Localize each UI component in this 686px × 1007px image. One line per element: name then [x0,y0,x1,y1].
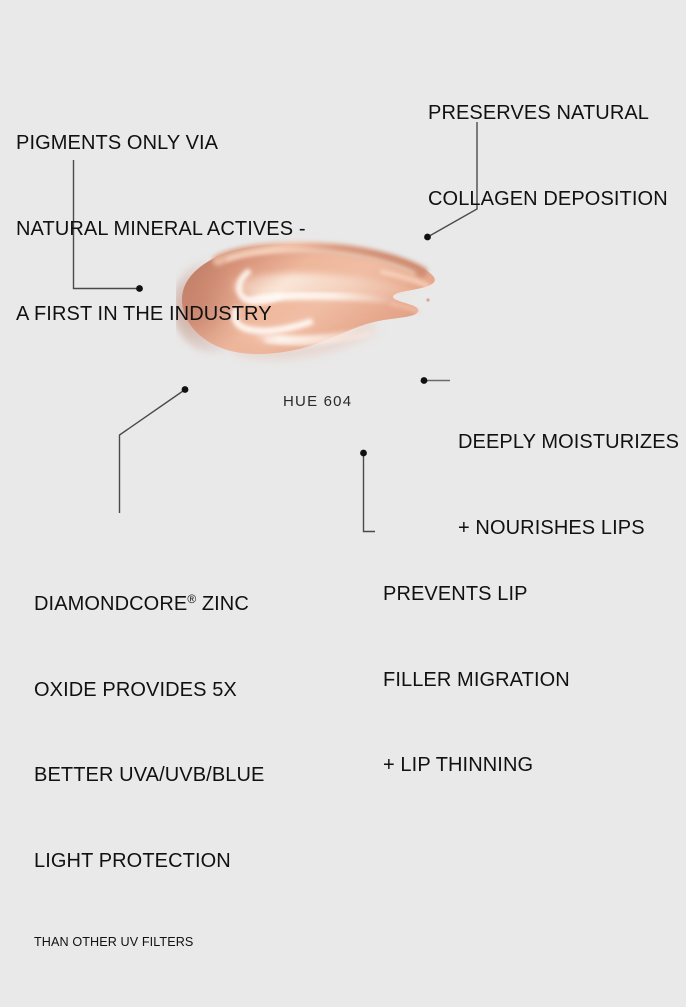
callout-diamondcore: DIAMONDCORE® ZINC OXIDE PROVIDES 5X BETT… [34,528,264,1007]
callout-collagen-line-2: COLLAGEN DEPOSITION [428,187,668,210]
swatch-highlight-curl-2 [231,306,314,335]
callout-pigments-line-3: A FIRST IN THE INDUSTRY [16,303,272,325]
callout-diamondcore-line-2: OXIDE PROVIDES 5X [34,678,237,701]
callout-pigments-line-1: PIGMENTS ONLY VIA [16,132,219,154]
callout-pigments: PIGMENTS ONLY VIA NATURAL MINERAL ACTIVE… [16,72,306,386]
registered-mark: ® [187,592,197,606]
callout-pigments-line-2: NATURAL MINERAL ACTIVES - [16,217,306,240]
callout-filler: PREVENTS LIP FILLER MIGRATION + LIP THIN… [383,523,570,837]
leader-line-diamondcore [118,386,189,513]
swatch-top-rim [212,241,428,278]
callout-moisture-line-1: DEEPLY MOISTURIZES [458,431,680,453]
swatch-top-gloss [226,248,416,275]
swatch-tail-gloss [380,270,430,288]
lipstick-swatch [176,236,444,372]
leader-line-moisture [420,377,450,384]
swatch-caption: HUE 604 [283,393,353,410]
callout-diamondcore-line-1: DIAMONDCORE® ZINC [34,585,264,619]
infographic-stage: HUE 604 PIGMENTS ONLY VIA NATURAL MINERA… [16,42,680,949]
swatch-sheen-upper [232,273,416,300]
leader-dot-moisture [420,377,428,384]
leader-line-filler [360,449,375,533]
callout-collagen: PRESERVES NATURAL COLLAGEN DEPOSITION [428,42,668,270]
leader-dot-diamondcore [181,386,189,393]
callout-diamondcore-line-4: LIGHT PROTECTION [34,849,231,872]
brand-suffix: ZINC [196,593,249,615]
callout-moisture: DEEPLY MOISTURIZES + NOURISHES LIPS [458,371,679,599]
callout-diamondcore-line-3: BETTER UVA/UVB/BLUE [34,764,265,786]
swatch-bottom-shade [232,324,376,358]
callout-moisture-line-2: + NOURISHES LIPS [458,516,645,539]
callout-filler-line-2: FILLER MIGRATION [383,668,570,691]
brand-name: DIAMONDCORE [34,593,188,615]
swatch-tail-gloss-2 [390,302,421,314]
callout-filler-line-3: + LIP THINNING [383,754,534,776]
swatch-highlight-1 [236,292,402,306]
leader-dot-filler [360,449,367,457]
callout-filler-line-1: PREVENTS LIP [383,583,528,605]
callout-diamondcore-subnote: THAN OTHER UV FILTERS [34,934,194,949]
callout-collagen-line-1: PRESERVES NATURAL [428,102,650,124]
swatch-speck [426,298,430,302]
